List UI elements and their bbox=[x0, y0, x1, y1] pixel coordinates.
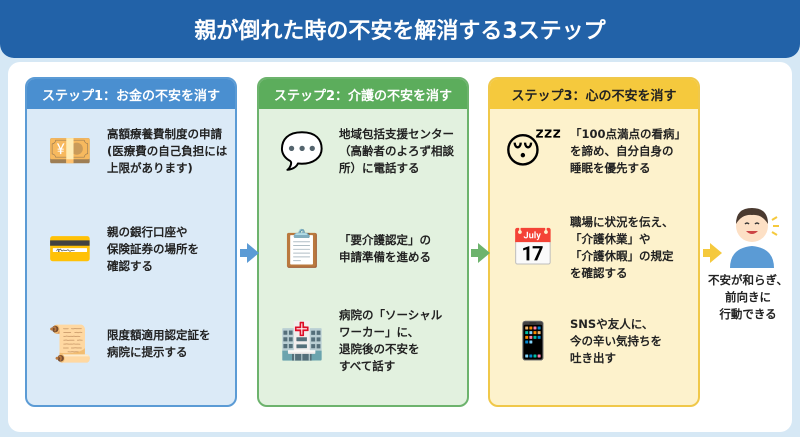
clipboard-elder-icon: 📋 bbox=[279, 229, 325, 270]
list-item: 💴 高額療養費制度の申請 (医療費の自己負担には 上限があります) bbox=[27, 121, 235, 181]
item-text: SNSや友人に、 今の辛い気持ちを 吐き出す bbox=[570, 316, 662, 365]
result-text: 不安が和らぎ、 前向きに 行動できる bbox=[708, 273, 788, 321]
consultation-icon: 💬 bbox=[279, 131, 325, 172]
hospital-worker-icon: 🏥 bbox=[279, 321, 325, 362]
item-text: 地域包括支援センター （高齢者のよろず相談 所）に電話する bbox=[339, 126, 454, 175]
list-item: 📱 SNSや友人に、 今の辛い気持ちを 吐き出す bbox=[490, 311, 698, 371]
arrow-shaft bbox=[471, 249, 479, 257]
workplace-meeting-icon: 📅 bbox=[510, 228, 556, 269]
step2-column: ステップ2：介護の不安を消す 💬 地域包括支援センター （高齢者のよろず相談 所）… bbox=[257, 77, 469, 407]
money-hand-icon: 💴 bbox=[47, 131, 93, 172]
step1-column: ステップ1：お金の不安を消す 💴 高額療養費制度の申請 (医療費の自己負担には 上… bbox=[25, 77, 237, 407]
certificate-reception-icon: 📜 bbox=[47, 324, 93, 365]
item-text: 「要介護認定」の 申請準備を進める bbox=[339, 233, 431, 264]
item-text: 職場に状況を伝え、 「介護休業」や 「介護休暇」の規定 を確認する bbox=[570, 215, 674, 280]
list-item: 😴「100点満点の看病」 を諦め、自分自身の 睡眠を優先する bbox=[490, 121, 698, 181]
step3-header: ステップ3：心の不安を消す bbox=[490, 79, 698, 109]
list-item: 📜 限度額適用認定証を 病院に提示する bbox=[27, 314, 235, 374]
item-text: 親の銀行口座や 保険証券の場所を 確認する bbox=[107, 224, 199, 273]
arrow-shaft bbox=[703, 249, 711, 257]
bank-document-icon: 💳 bbox=[47, 229, 93, 270]
item-text: 高額療養費制度の申請 (医療費の自己負担には 上限があります) bbox=[107, 126, 228, 175]
sleeping-icon: 😴 bbox=[504, 130, 562, 172]
list-item: 💳 親の銀行口座や 保険証券の場所を 確認する bbox=[27, 219, 235, 279]
list-item: 🏥 病院の「ソーシャル ワーカー」に、 退院後の不安を すべて話す bbox=[259, 307, 467, 375]
step3-column: ステップ3：心の不安を消す 😴「100点満点の看病」 を諦め、自分自身の 睡眠を… bbox=[488, 77, 700, 407]
happy-person-icon bbox=[730, 208, 779, 268]
list-item: 💬 地域包括支援センター （高齢者のよろず相談 所）に電話する bbox=[259, 121, 467, 181]
arrow-right-icon bbox=[478, 243, 490, 263]
sns-friends-icon: 📱 bbox=[510, 321, 556, 362]
list-item: 📅 職場に状況を伝え、 「介護休業」や 「介護休暇」の規定 を確認する bbox=[490, 214, 698, 282]
step1-header: ステップ1：お金の不安を消す bbox=[27, 79, 235, 109]
item-text: 限度額適用認定証を 病院に提示する bbox=[107, 328, 211, 359]
arrow-right-icon bbox=[710, 243, 722, 263]
step2-header: ステップ2：介護の不安を消す bbox=[259, 79, 467, 109]
arrow-right-icon bbox=[247, 243, 259, 263]
item-text: 「100点満点の看病」 を諦め、自分自身の 睡眠を優先する bbox=[570, 126, 687, 175]
item-text: 病院の「ソーシャル ワーカー」に、 退院後の不安を すべて話す bbox=[339, 308, 443, 373]
arrow-shaft bbox=[240, 249, 248, 257]
list-item: 📋 「要介護認定」の 申請準備を進める bbox=[259, 219, 467, 279]
page-title: 親が倒れた時の不安を解消する3ステップ bbox=[0, 0, 800, 58]
